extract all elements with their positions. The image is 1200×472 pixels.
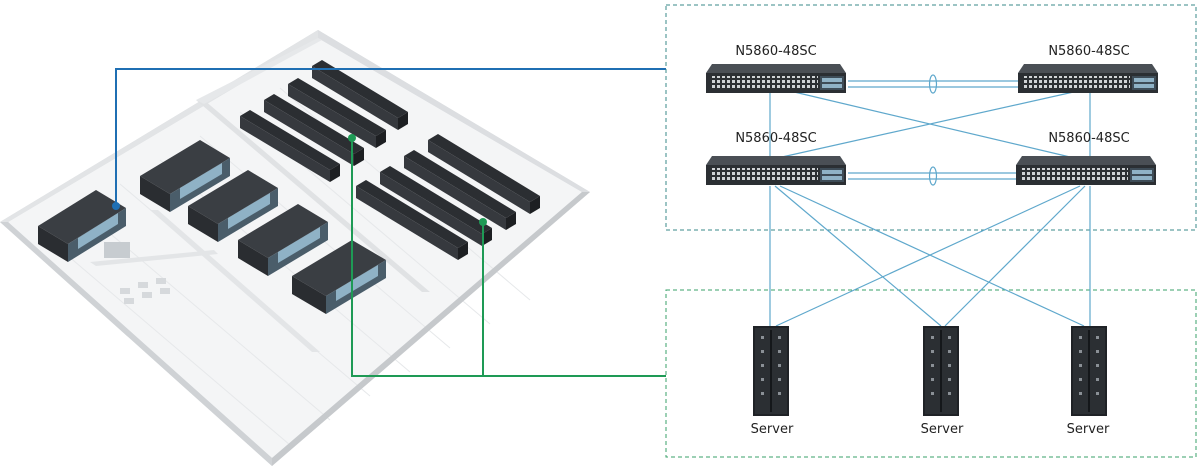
office-wall-2 <box>90 250 218 266</box>
rack-row-left-3 <box>188 170 278 242</box>
switch-label: N5860-48SC <box>1048 131 1129 146</box>
switch-zone <box>665 4 1197 231</box>
switch-label: N5860-48SC <box>735 44 816 59</box>
datacenter-floorplan <box>0 30 590 466</box>
divider-wall-top <box>196 38 322 104</box>
office-wall <box>150 210 320 352</box>
switch-label: N5860-48SC <box>1048 44 1129 59</box>
server-label: Server <box>1067 422 1110 437</box>
rack-row-left-2 <box>140 140 230 212</box>
server-2: Server <box>921 326 964 437</box>
wall-front-right <box>272 192 590 466</box>
office-desks <box>104 242 170 304</box>
rack-row-right-8 <box>356 180 468 260</box>
green-connector <box>348 134 666 377</box>
rack-row-right-5 <box>428 134 540 214</box>
switch-top-right: N5860-48SC <box>1018 44 1158 93</box>
switch-label: N5860-48SC <box>735 131 816 146</box>
rack-row-right-1 <box>312 60 408 130</box>
server-zone <box>665 289 1197 458</box>
wall-back-right <box>318 30 590 192</box>
rack-row-right-4 <box>240 110 340 182</box>
switch-bottom-left: N5860-48SC <box>706 131 846 185</box>
rack-row-right-2 <box>288 78 386 148</box>
switch-bottom-right: N5860-48SC <box>1016 131 1156 185</box>
rack-row-right-7 <box>380 166 492 246</box>
wall-back-left <box>0 30 318 222</box>
rack-row-left-4 <box>238 204 328 276</box>
server-label: Server <box>751 422 794 437</box>
server-label: Server <box>921 422 964 437</box>
rack-row-right-3 <box>264 94 364 166</box>
rack-row-right-6 <box>404 150 516 230</box>
lag-ellipse-top <box>928 74 938 94</box>
rack-row-left-1 <box>38 190 126 262</box>
divider-wall-main <box>196 100 430 292</box>
server-1: Server <box>751 326 794 437</box>
wall-front-left <box>0 222 272 466</box>
switch-top-left: N5860-48SC <box>706 44 846 93</box>
blue-connector <box>112 68 666 210</box>
lag-ellipse-bottom <box>928 166 938 186</box>
server-3: Server <box>1067 326 1110 437</box>
topology-links <box>769 80 1091 327</box>
rack-row-left-5 <box>292 240 386 314</box>
